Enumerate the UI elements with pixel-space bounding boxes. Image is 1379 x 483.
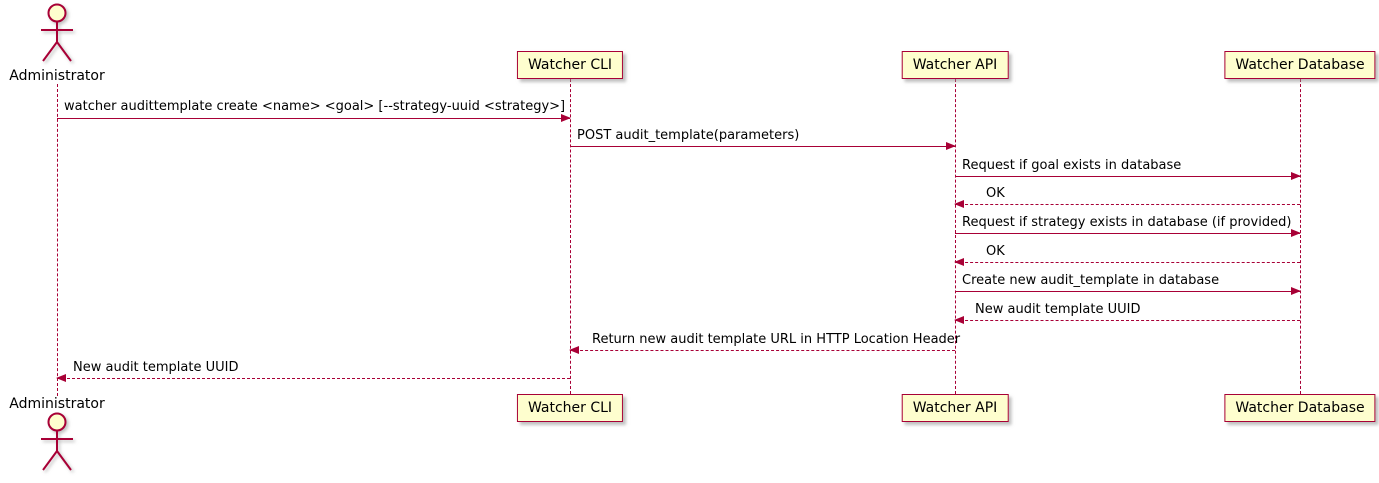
lifeline-watcher-cli: [570, 79, 571, 394]
message-7-arrow: [955, 287, 1301, 295]
message-9-label: Return new audit template URL in HTTP Lo…: [592, 332, 961, 347]
arrowhead-left-icon: [56, 374, 66, 382]
arrowhead-right-icon: [561, 114, 571, 122]
arrowhead-right-icon: [1291, 229, 1301, 237]
message-4-arrow: [954, 200, 1300, 208]
actor-label-top: Administrator: [9, 68, 105, 84]
message-6-arrow: [954, 258, 1300, 266]
lifeline-administrator: [57, 84, 58, 396]
message-8-arrow: [954, 316, 1300, 324]
participant-bottom-watcher-database: Watcher Database: [1224, 394, 1376, 422]
message-4-label: OK: [986, 186, 1005, 201]
arrowhead-left-icon: [954, 200, 964, 208]
message-1-arrow: [57, 114, 571, 122]
arrowhead-left-icon: [569, 346, 579, 354]
message-10-label: New audit template UUID: [73, 360, 239, 375]
message-3-label: Request if goal exists in database: [962, 158, 1182, 173]
participant-top-watcher-database: Watcher Database: [1224, 51, 1376, 79]
arrowhead-right-icon: [946, 142, 956, 150]
message-7-label: Create new audit_template in database: [962, 273, 1220, 288]
message-5-arrow: [955, 229, 1301, 237]
message-1-label: watcher audittemplate create <name> <goa…: [64, 99, 566, 114]
actor-label-bottom: Administrator: [9, 396, 105, 412]
arrowhead-right-icon: [1291, 287, 1301, 295]
actor-figure-icon: [41, 3, 73, 62]
arrowhead-right-icon: [1291, 172, 1301, 180]
actor-figure-icon: [41, 412, 73, 471]
message-6-label: OK: [986, 244, 1005, 259]
participant-bottom-watcher-cli: Watcher CLI: [516, 394, 624, 422]
message-9-arrow: [569, 346, 955, 354]
message-3-arrow: [955, 172, 1301, 180]
participant-bottom-watcher-api: Watcher API: [901, 394, 1009, 422]
message-10-arrow: [56, 374, 570, 382]
arrowhead-left-icon: [954, 258, 964, 266]
participant-top-watcher-api: Watcher API: [901, 51, 1009, 79]
arrowhead-left-icon: [954, 316, 964, 324]
message-2-arrow: [570, 142, 956, 150]
message-8-label: New audit template UUID: [975, 302, 1141, 317]
lifeline-watcher-api: [955, 79, 956, 394]
message-2-label: POST audit_template(parameters): [577, 128, 800, 143]
message-5-label: Request if strategy exists in database (…: [962, 215, 1292, 230]
participant-top-watcher-cli: Watcher CLI: [516, 51, 624, 79]
